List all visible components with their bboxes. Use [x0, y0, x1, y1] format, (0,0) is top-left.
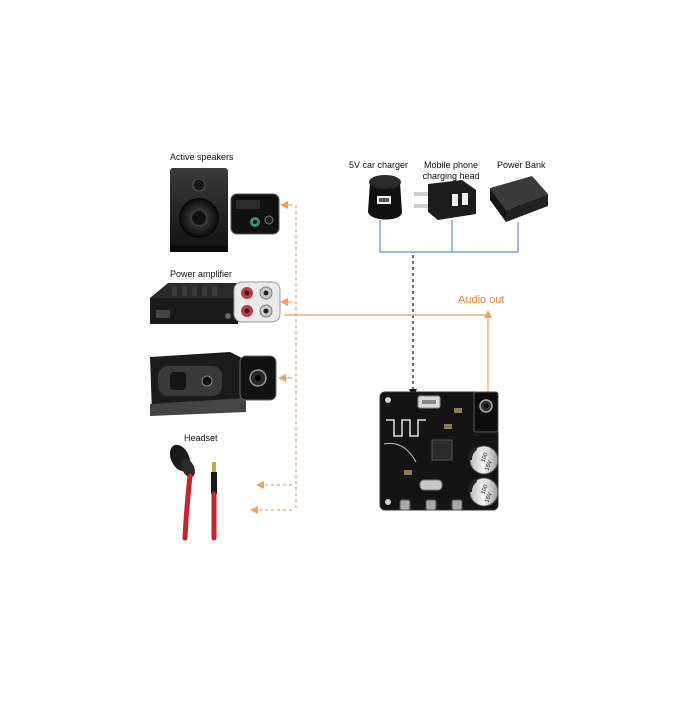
rca-connectors-closeup-image [233, 281, 281, 323]
phone-charging-head-image [414, 180, 476, 220]
label-phone-charging-head-line1: Mobile phone [423, 160, 479, 170]
active-speaker-image [170, 168, 228, 252]
label-power-bank: Power Bank [497, 160, 546, 170]
car-aux-port-image [150, 352, 246, 416]
car-charger-image [368, 175, 402, 220]
label-phone-charging-head-line2: charging head [422, 171, 480, 181]
label-headset: Headset [184, 433, 218, 443]
audio-wiring [250, 201, 489, 514]
capacitor-bottom-value: 100 [481, 483, 490, 495]
capacitor-top: 100 16V [468, 445, 499, 475]
label-power-amplifier: Power amplifier [170, 269, 233, 279]
bluetooth-receiver-board: 100 16V 100 16V [379, 391, 499, 511]
capacitor-bottom-voltage: 16V [484, 492, 493, 504]
power-bank-image [490, 176, 548, 222]
capacitor-bottom: 100 16V [468, 477, 499, 507]
label-active-speakers: Active speakers [170, 152, 234, 162]
label-car-charger: 5V car charger [349, 160, 409, 170]
power-bus-lines [379, 220, 519, 253]
power-amplifier-image [150, 283, 238, 324]
speaker-input-closeup-image [230, 193, 280, 235]
label-audio-out: Audio out [458, 294, 505, 306]
capacitor-top-voltage: 16V [484, 460, 493, 472]
capacitor-top-value: 100 [481, 451, 490, 463]
label-phone-charging-head: Mobile phone charging head [420, 160, 482, 182]
headset-image [169, 444, 217, 541]
aux-jack-closeup-image [239, 355, 277, 401]
